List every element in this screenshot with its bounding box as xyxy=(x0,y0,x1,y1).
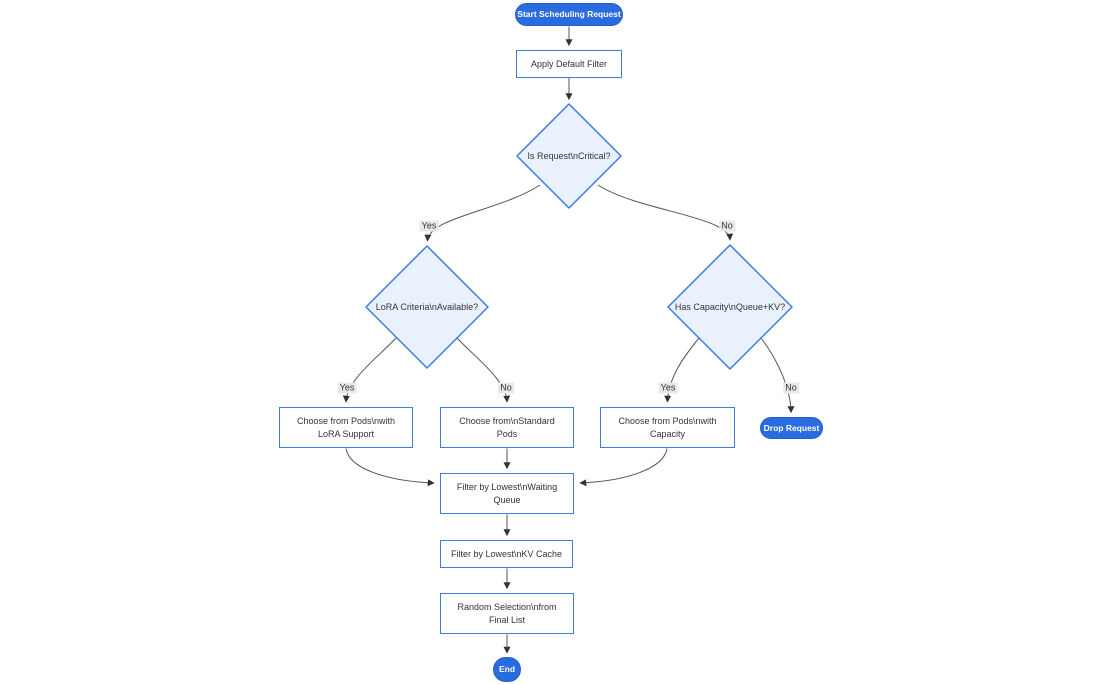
edge-capacity-no xyxy=(760,337,795,414)
edge-label-critical-yes: Yes xyxy=(419,220,439,232)
node-start-label: Start Scheduling Request xyxy=(517,9,621,19)
decision-lora-criteria-shape xyxy=(365,245,489,369)
edge-label-capacity-no: No xyxy=(783,382,799,394)
node-filter-kv-cache-label: Filter by Lowest\nKV Cache xyxy=(450,548,563,559)
edge-capacitypods-to-filterqueue xyxy=(579,448,668,487)
edge-critical-yes xyxy=(424,184,541,242)
node-has-capacity-label: Has Capacity\nQueue+KV? xyxy=(674,302,786,312)
node-is-critical-label: Is Request\nCritical? xyxy=(527,151,611,161)
node-filter-waiting-queue-label: Filter by Lowest\nWaiting Queue xyxy=(456,481,558,505)
node-standard-pods-label: Choose from\nStandard Pods xyxy=(459,415,555,439)
edge-capacity-yes xyxy=(664,337,700,403)
decision-is-critical-shape xyxy=(516,103,622,209)
node-standard-pods: Choose from\nStandard Pods xyxy=(440,407,574,448)
node-lora-pods-label: Choose from Pods\nwith LoRA Support xyxy=(296,415,396,439)
node-capacity-pods: Choose from Pods\nwith Capacity xyxy=(600,407,735,448)
node-random-selection: Random Selection\nfrom Final List xyxy=(440,593,574,634)
node-end-label: End xyxy=(498,664,516,674)
edge-label-lora-yes: Yes xyxy=(337,382,357,394)
decision-has-capacity-shape xyxy=(667,244,793,370)
node-end: End xyxy=(493,657,521,682)
node-capacity-pods-label: Choose from Pods\nwith Capacity xyxy=(618,415,717,439)
edge-label-lora-no: No xyxy=(498,382,514,394)
node-apply-default-filter: Apply Default Filter xyxy=(516,50,622,78)
edge-label-critical-no: No xyxy=(719,220,735,232)
node-lora-pods: Choose from Pods\nwith LoRA Support xyxy=(279,407,413,448)
node-random-selection-label: Random Selection\nfrom Final List xyxy=(457,601,557,625)
node-filter-kv-cache: Filter by Lowest\nKV Cache xyxy=(440,540,573,568)
edge-critical-no xyxy=(597,184,734,241)
node-filter-waiting-queue: Filter by Lowest\nWaiting Queue xyxy=(440,473,574,514)
edge-lora-no xyxy=(456,337,511,403)
edge-lora-yes xyxy=(342,337,397,403)
node-drop-request: Drop Request xyxy=(760,417,823,439)
edge-lorapods-to-filterqueue xyxy=(345,448,435,487)
edge-label-capacity-yes: Yes xyxy=(658,382,678,394)
node-start: Start Scheduling Request xyxy=(515,3,623,26)
node-lora-criteria-label: LoRA Criteria\nAvailable? xyxy=(375,302,479,312)
node-apply-default-filter-label: Apply Default Filter xyxy=(530,58,608,69)
node-drop-request-label: Drop Request xyxy=(763,422,820,433)
